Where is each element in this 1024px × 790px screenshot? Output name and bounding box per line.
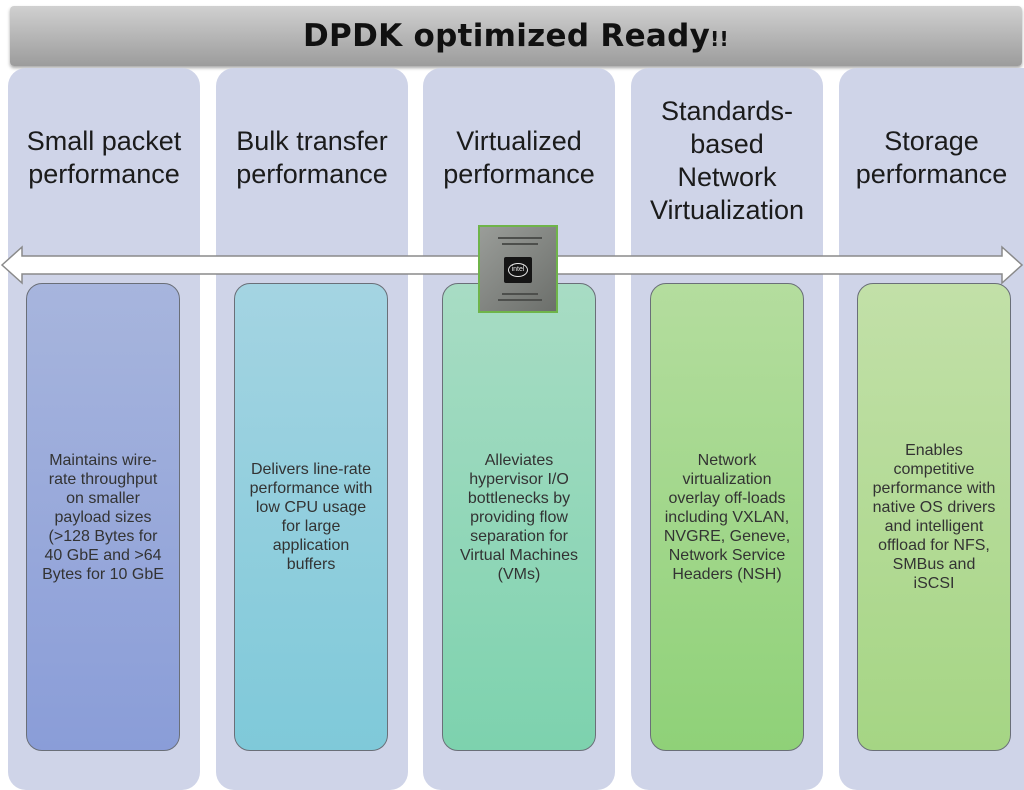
card-text: Alleviates hypervisor I/O bottlenecks by… <box>460 451 578 583</box>
card-storage: Enables competitive performance with nat… <box>857 283 1011 751</box>
card-text: Network virtualization overlay off-loads… <box>663 451 791 583</box>
card-network-virtualization: Network virtualization overlay off-loads… <box>650 283 804 751</box>
card-text: Enables competitive performance with nat… <box>872 442 996 592</box>
column-title: Small packet performance <box>26 126 182 189</box>
title-banner: DPDK optimized Ready!! <box>10 6 1022 66</box>
intel-logo-icon: intel <box>508 263 528 277</box>
chip-marking-line <box>502 243 538 245</box>
banner-emphasis: !! <box>710 27 729 51</box>
card-small-packet: Maintains wire-rate throughput on smalle… <box>26 283 180 751</box>
intel-chip-icon: intel <box>478 225 558 313</box>
card-text: Maintains wire-rate throughput on smalle… <box>42 451 164 583</box>
banner-title: DPDK optimized Ready!! <box>303 18 729 54</box>
card-text: Delivers line-rate performance with low … <box>249 461 373 573</box>
column-title: Storage performance <box>855 126 1008 189</box>
column-title: Virtualized performance <box>443 126 595 189</box>
chip-marking-line <box>498 237 542 239</box>
card-virtualized: Alleviates hypervisor I/O bottlenecks by… <box>442 283 596 751</box>
chip-die: intel <box>504 257 532 283</box>
chip-marking-line <box>502 293 538 295</box>
card-bulk-transfer: Delivers line-rate performance with low … <box>234 283 388 751</box>
column-title: Standards-based Network Virtualization <box>649 96 805 225</box>
chip-marking-line <box>498 299 542 301</box>
column-title: Bulk transfer performance <box>236 126 388 189</box>
